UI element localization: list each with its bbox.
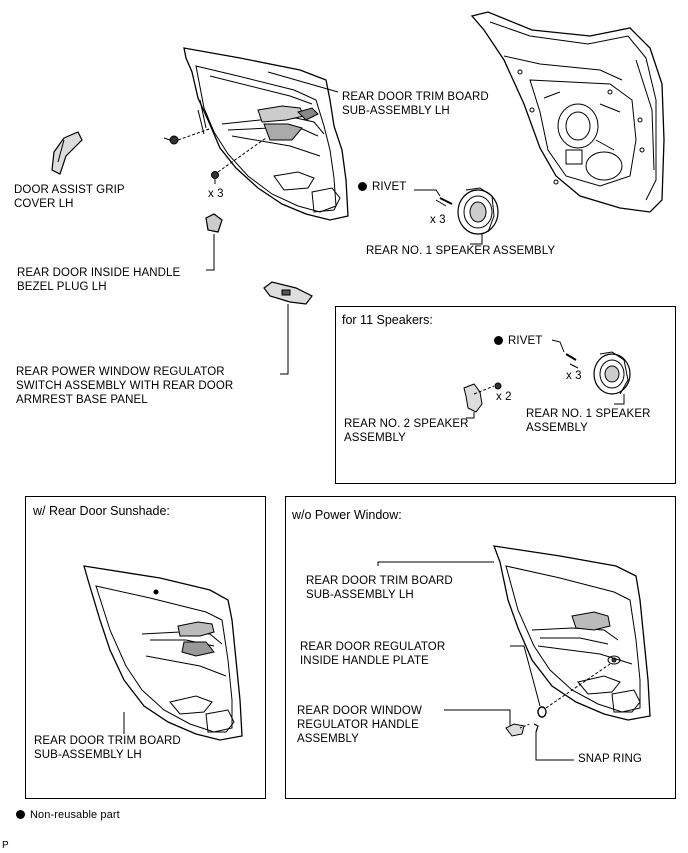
trim-board-illustration: [183, 47, 349, 221]
legend-non-reusable: Non-reusable part: [16, 808, 120, 822]
panel-no-power-window: [285, 496, 676, 799]
label-rear-no1-speaker: REAR NO. 1 SPEAKER ASSEMBLY: [366, 245, 556, 257]
panel-sunshade: [25, 496, 266, 799]
door-body-illustration: [470, 11, 665, 213]
eleven-speakers-illustrations: [463, 339, 631, 419]
rivet-text: RIVET: [372, 181, 407, 193]
rear-no1-speaker-illustration: [414, 187, 499, 245]
no-power-window-illustration: [377, 545, 651, 761]
non-reusable-dot-icon: [494, 336, 503, 345]
non-reusable-dot-icon: [358, 182, 367, 191]
power-window-switch-illustration: [263, 281, 313, 375]
label-sunshade-trim-board: REAR DOOR TRIM BOARD SUB-ASSEMBLY LH: [34, 735, 181, 761]
panel-sunshade-title: w/ Rear Door Sunshade:: [33, 504, 170, 518]
label-rear-no1-speaker-11: REAR NO. 1 SPEAKER ASSEMBLY: [526, 408, 651, 434]
rivet-11-text: RIVET: [508, 335, 543, 347]
label-handle-plate: REAR DOOR REGULATOR INSIDE HANDLE PLATE: [300, 641, 446, 667]
label-rivet-11: RIVET: [494, 334, 542, 348]
panel-eleven-speakers-title: for 11 Speakers:: [342, 313, 433, 327]
panel-no-power-window-title: w/o Power Window:: [292, 508, 402, 522]
legend-text: Non-reusable part: [30, 809, 120, 821]
label-snap-ring: SNAP RING: [578, 753, 642, 765]
label-qty-clips: x 3: [208, 188, 224, 200]
corner-mark: P: [2, 840, 9, 851]
label-qty-rivet: x 3: [430, 214, 446, 226]
assist-grip-cover-illustration: [51, 131, 83, 175]
label-rear-door-trim-board: REAR DOOR TRIM BOARD SUB-ASSEMBLY LH: [342, 91, 489, 117]
panel-eleven-speakers: [335, 306, 676, 484]
label-npw-trim-board: REAR DOOR TRIM BOARD SUB-ASSEMBLY LH: [306, 575, 453, 601]
label-qty-x3-11: x 3: [566, 370, 582, 382]
label-window-regulator-handle: REAR DOOR WINDOW REGULATOR HANDLE ASSEMB…: [297, 705, 422, 745]
label-inside-handle-bezel-plug: REAR DOOR INSIDE HANDLE BEZEL PLUG LH: [17, 267, 181, 293]
label-rivet: RIVET: [358, 180, 406, 194]
label-power-window-switch: REAR POWER WINDOW REGULATOR SWITCH ASSEM…: [16, 366, 234, 406]
label-rear-no2-speaker: REAR NO. 2 SPEAKER ASSEMBLY: [344, 418, 469, 444]
non-reusable-dot-icon: [16, 810, 25, 819]
label-door-assist-grip-cover: DOOR ASSIST GRIP COVER LH: [14, 184, 125, 210]
bezel-plug-illustration: [205, 213, 223, 271]
sunshade-trim-board-illustration: [83, 565, 243, 741]
trim-clips: [163, 127, 267, 184]
label-qty-x2: x 2: [496, 391, 512, 403]
